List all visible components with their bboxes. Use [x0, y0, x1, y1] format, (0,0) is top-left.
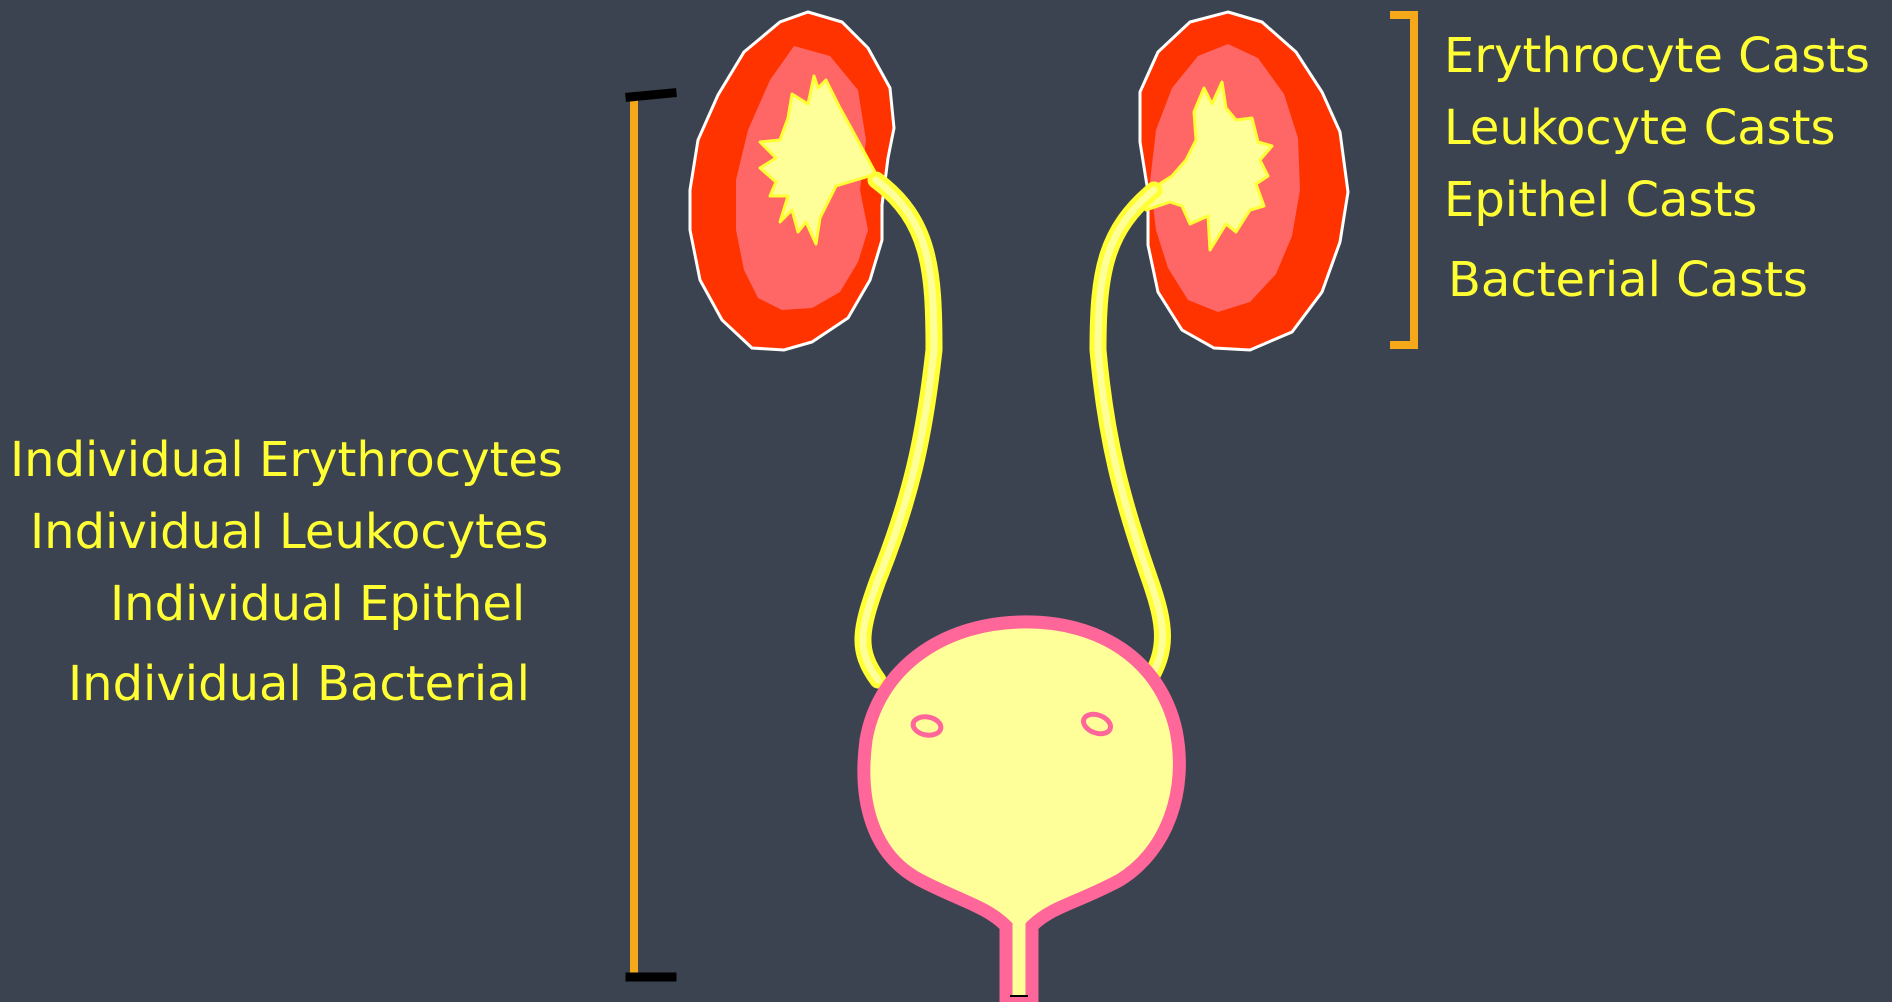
bladder — [864, 622, 1180, 1002]
tract-label: Individual Erythrocytes — [10, 436, 563, 484]
tract-label: Individual Bacterial — [68, 660, 530, 708]
left-kidney — [690, 12, 894, 350]
kidney-bracket — [1390, 15, 1414, 345]
kidney-label: Epithel Casts — [1444, 176, 1757, 224]
kidney-label: Bacterial Casts — [1448, 256, 1808, 304]
kidney-label: Erythrocyte Casts — [1444, 32, 1870, 80]
kidney-label: Leukocyte Casts — [1444, 104, 1835, 152]
urinary-tract-bracket — [630, 93, 672, 977]
tract-label: Individual Epithel — [110, 580, 525, 628]
right-kidney — [1140, 12, 1348, 350]
tract-label: Individual Leukocytes — [30, 508, 548, 556]
